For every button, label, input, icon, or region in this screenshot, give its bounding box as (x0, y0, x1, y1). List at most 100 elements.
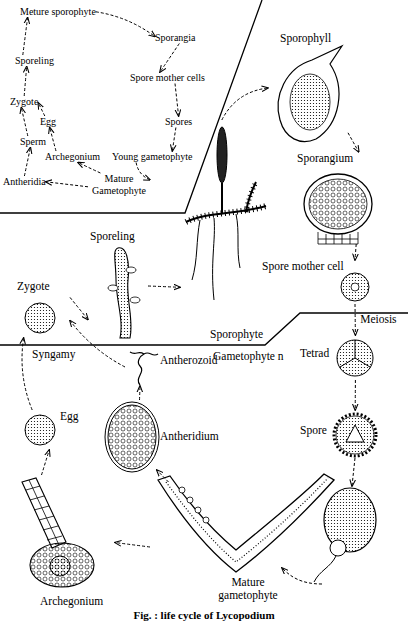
cycle-arrow (222, 88, 268, 120)
cycle-step: Zygote (10, 96, 38, 108)
zygote-cell (25, 303, 55, 333)
sporeling-leaf (108, 285, 118, 291)
roots (192, 214, 240, 300)
cycle-arrow (21, 108, 28, 137)
stage-node: Sporophyll (268, 32, 348, 144)
cycle-arrow (115, 543, 150, 548)
archegonium-neck (22, 478, 66, 548)
inset-border (0, 0, 262, 213)
step-label: Meture sporophyte (20, 6, 96, 18)
rhizome (186, 206, 266, 222)
stage-label: Antheridium (160, 430, 219, 443)
cycle-step: Sporangia (155, 32, 196, 44)
cycle-arrow (42, 450, 50, 475)
stage-node: Spore (300, 410, 380, 460)
region-label: Syngamy (32, 348, 75, 361)
stage-node: Antheridium (105, 400, 220, 470)
stage-node: Egg (22, 410, 90, 450)
branch-leaves (246, 182, 256, 212)
leader-arrow (352, 458, 355, 486)
antheridium-bump (195, 507, 201, 513)
stem (221, 183, 223, 214)
step-label: Spore mother cells (130, 72, 205, 84)
triradiate-mark (346, 425, 364, 442)
step-label: Sporeling (15, 55, 54, 67)
branch (246, 182, 256, 212)
antherozoid-body (130, 352, 158, 385)
stage-label: Sporophyll (280, 32, 331, 45)
stage-label: Sporophyte (210, 328, 263, 341)
generation-divider (0, 313, 408, 345)
strobilus (217, 127, 227, 183)
step-label: Egg (40, 116, 56, 128)
cycle-arrow (136, 163, 150, 180)
cycle-step: Archegonium (45, 151, 100, 163)
sporangium-spores (309, 179, 367, 229)
stage-node: Spore mother cell (262, 260, 374, 304)
egg-cell (25, 415, 55, 445)
antheridium-cells (108, 405, 156, 469)
spore-wall (330, 540, 346, 556)
sporangium-stalk (318, 232, 358, 244)
cycle-arrow (70, 297, 88, 319)
cycle-arrow (160, 44, 179, 73)
region-label: Gametophyte n (213, 350, 284, 363)
spore-mother-cell (341, 273, 369, 301)
cycle-arrow (355, 380, 356, 410)
cycle-step: Spores (165, 116, 192, 128)
stage-label: Archegonium (40, 595, 103, 608)
stage-node: Archegonium (10, 475, 115, 610)
cycle-arrow (139, 386, 141, 400)
sporeling-leaf (130, 297, 140, 303)
cycle-arrow (38, 103, 45, 116)
stage-node: Sporangium (295, 152, 380, 244)
antheridium-bump (203, 517, 209, 523)
step-label: Zygote (10, 96, 38, 108)
sporophyll-leaf (278, 46, 342, 142)
antheridium-wall (105, 402, 159, 472)
stage-label: Sporeling (90, 230, 135, 243)
stage-label: Egg (60, 410, 79, 423)
cycle-arrow (23, 18, 28, 56)
cycle-arrow (46, 182, 88, 187)
antheridium-bump (179, 487, 185, 493)
antheridium-bump (187, 497, 193, 503)
cycle-step: Young gametophyte (112, 151, 192, 163)
figure-caption: Fig. : life cycle of Lycopodium (0, 609, 408, 621)
cycle-arrow (175, 84, 179, 117)
cycle-step: Antheridia (3, 176, 46, 188)
stage-label: Zygote (17, 280, 50, 293)
stage-label: Spore mother cell (262, 260, 344, 273)
cycle-step: Meture sporophyte (20, 6, 96, 18)
sporangium-wall (304, 174, 372, 234)
archegonium-venter (30, 543, 94, 587)
gametophyte-body (158, 474, 334, 572)
stage-node: Zygote (12, 280, 70, 338)
nucleus (351, 283, 359, 291)
cycle-arrow (172, 128, 176, 152)
stage-label: Antherozoid (160, 354, 217, 367)
cycle-step: Spore mother cells (130, 72, 205, 84)
cycle-arrow (148, 286, 180, 287)
rhizome-leaves (186, 206, 266, 222)
step-label: Spores (165, 116, 192, 128)
leader-arrow (282, 568, 322, 584)
cycle-arrow (355, 304, 356, 335)
cycle-arrow (50, 128, 56, 152)
cycle-arrow (348, 133, 359, 152)
rhizoid (314, 556, 336, 582)
neck-cells (26, 480, 62, 545)
edge-label: Meiosis (360, 313, 396, 326)
cycle-arrow (78, 163, 100, 174)
cycle-arrow (355, 244, 356, 260)
tetrad-walls (340, 340, 370, 367)
cycle-arrow (96, 12, 155, 37)
cycle-step: Sporeling (15, 55, 54, 67)
cycle-arrow (157, 470, 169, 482)
stage-node: Antherozoid (125, 348, 225, 386)
cycle-step: Mature Gametophyte (88, 173, 150, 196)
spore-spines (334, 414, 376, 456)
